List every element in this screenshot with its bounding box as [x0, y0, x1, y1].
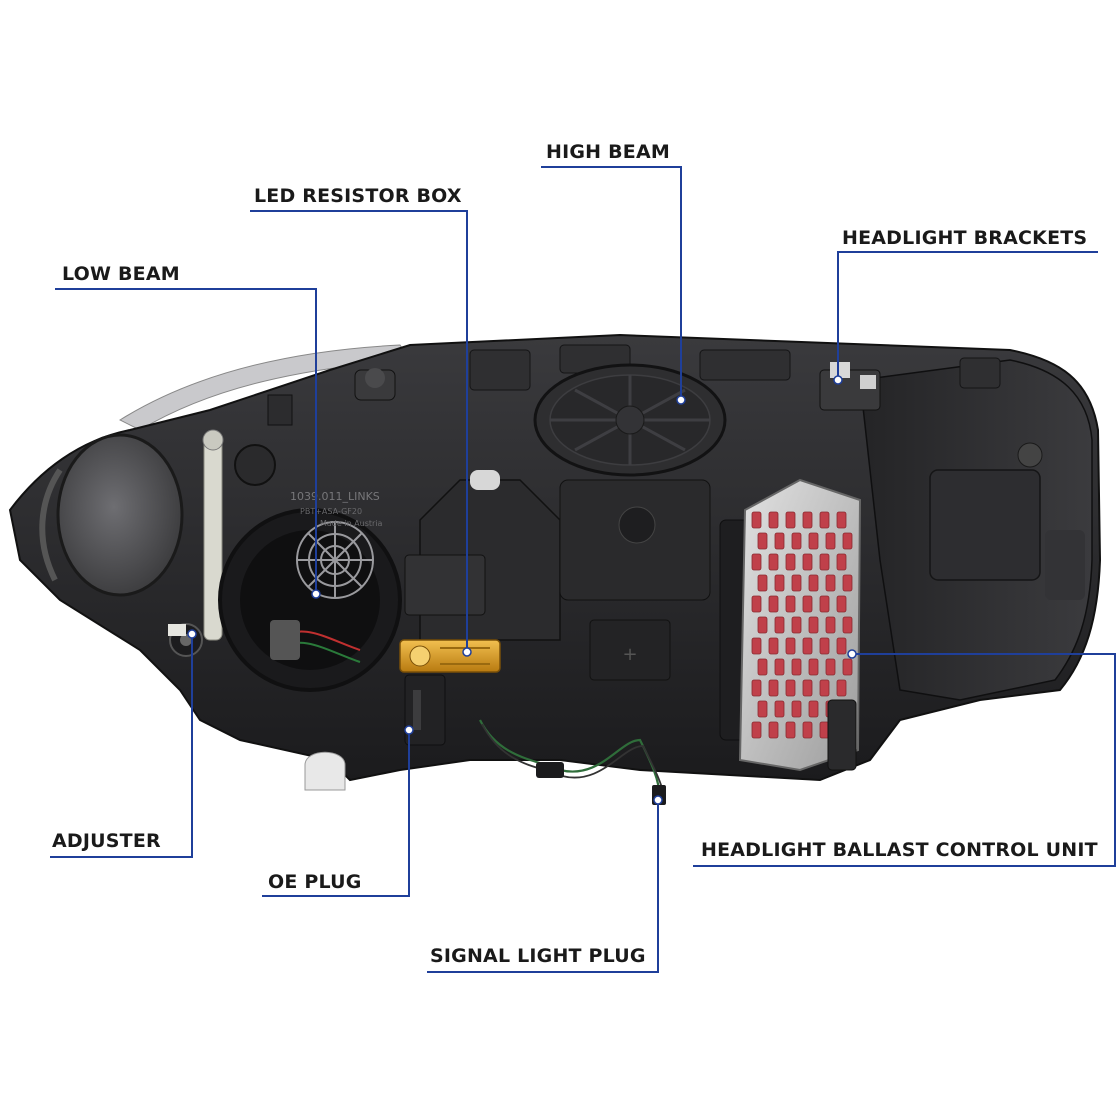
led-resistor-box — [399, 639, 501, 673]
heatsink-fin — [768, 679, 779, 697]
heatsink-fin — [842, 616, 853, 634]
heatsink-fin — [751, 679, 762, 697]
heatsink-fin — [791, 616, 802, 634]
heatsink-fin — [785, 511, 796, 529]
heatsink-fin — [751, 721, 762, 739]
label-oe-plug: OE PLUG — [268, 871, 362, 893]
heatsink-fin — [791, 658, 802, 676]
heatsink-fin — [808, 658, 819, 676]
heatsink-fin — [757, 532, 768, 550]
heatsink-fin — [768, 511, 779, 529]
low-beam-fan — [296, 521, 374, 599]
heatsink-fin — [774, 616, 785, 634]
heatsink-fin — [751, 637, 762, 655]
heatsink-fin — [757, 574, 768, 592]
housing-origin-mark: Made in Austria — [320, 519, 383, 528]
heatsink-fin — [802, 553, 813, 571]
housing-material-code: PBT+ASA-GF20 — [300, 507, 362, 516]
heatsink-fin — [791, 574, 802, 592]
label-headlight-brackets: HEADLIGHT BRACKETS — [842, 227, 1088, 249]
heatsink-fin — [836, 553, 847, 571]
heatsink-fin — [802, 679, 813, 697]
heatsink-fin — [757, 658, 768, 676]
heatsink-fin — [819, 553, 830, 571]
heatsink-fin — [836, 637, 847, 655]
ballast-control-unit — [738, 478, 862, 772]
heatsink-fin — [819, 637, 830, 655]
heatsink-fin — [819, 511, 830, 529]
heatsink-fin — [785, 595, 796, 613]
label-led-resistor-box: LED RESISTOR BOX — [254, 185, 462, 207]
label-adjuster: ADJUSTER — [52, 830, 161, 852]
heatsink-fin — [802, 511, 813, 529]
heatsink-fin — [819, 595, 830, 613]
heatsink-fin — [785, 679, 796, 697]
heatsink-fin — [836, 679, 847, 697]
heatsink-fin — [819, 679, 830, 697]
heatsink-fin — [842, 574, 853, 592]
heatsink-fin — [768, 721, 779, 739]
heatsink-fin — [774, 532, 785, 550]
heatsink-fin — [802, 595, 813, 613]
heatsink-fin — [751, 511, 762, 529]
heatsink-fin — [751, 553, 762, 571]
heatsink-fin — [808, 700, 819, 718]
heatsink-fin — [808, 574, 819, 592]
heatsink-fin — [808, 532, 819, 550]
low-beam-cap — [56, 433, 184, 597]
heatsink-fin — [785, 637, 796, 655]
leader-endpoints — [187, 375, 857, 805]
label-headlight-ballast-control-unit: HEADLIGHT BALLAST CONTROL UNIT — [701, 839, 1098, 861]
svg-text:+: + — [622, 644, 637, 665]
heatsink-fin — [842, 658, 853, 676]
heatsink-fin — [842, 532, 853, 550]
label-signal-light-plug: SIGNAL LIGHT PLUG — [430, 945, 646, 967]
heatsink-fin — [825, 574, 836, 592]
housing-part-code: 1039.011_LINKS — [290, 490, 380, 503]
label-high-beam: HIGH BEAM — [546, 141, 670, 163]
heatsink-fin — [757, 700, 768, 718]
leader-lines — [50, 166, 1116, 973]
heatsink-fin — [802, 637, 813, 655]
heatsink-fin — [768, 553, 779, 571]
heatsink-fin — [774, 700, 785, 718]
heatsink-fin — [774, 574, 785, 592]
heatsink-fin — [825, 532, 836, 550]
heatsink-fin — [836, 511, 847, 529]
heatsink-fin — [785, 721, 796, 739]
heatsink-fin — [808, 616, 819, 634]
heatsink-fin — [802, 721, 813, 739]
heatsink-fin — [785, 553, 796, 571]
label-low-beam: LOW BEAM — [62, 263, 180, 285]
heatsink-fin — [768, 637, 779, 655]
heatsink-fin — [791, 700, 802, 718]
heatsink-fin — [768, 595, 779, 613]
heatsink-fin — [791, 532, 802, 550]
high-beam-cover — [533, 363, 727, 477]
heatsink-fin — [751, 595, 762, 613]
heatsink-fin — [825, 616, 836, 634]
oe-plug-body — [404, 674, 446, 746]
heatsink-fin — [825, 658, 836, 676]
top-ribs — [469, 344, 1001, 391]
heatsink-fin — [836, 595, 847, 613]
heatsink-fin — [774, 658, 785, 676]
heatsink-fin — [757, 616, 768, 634]
